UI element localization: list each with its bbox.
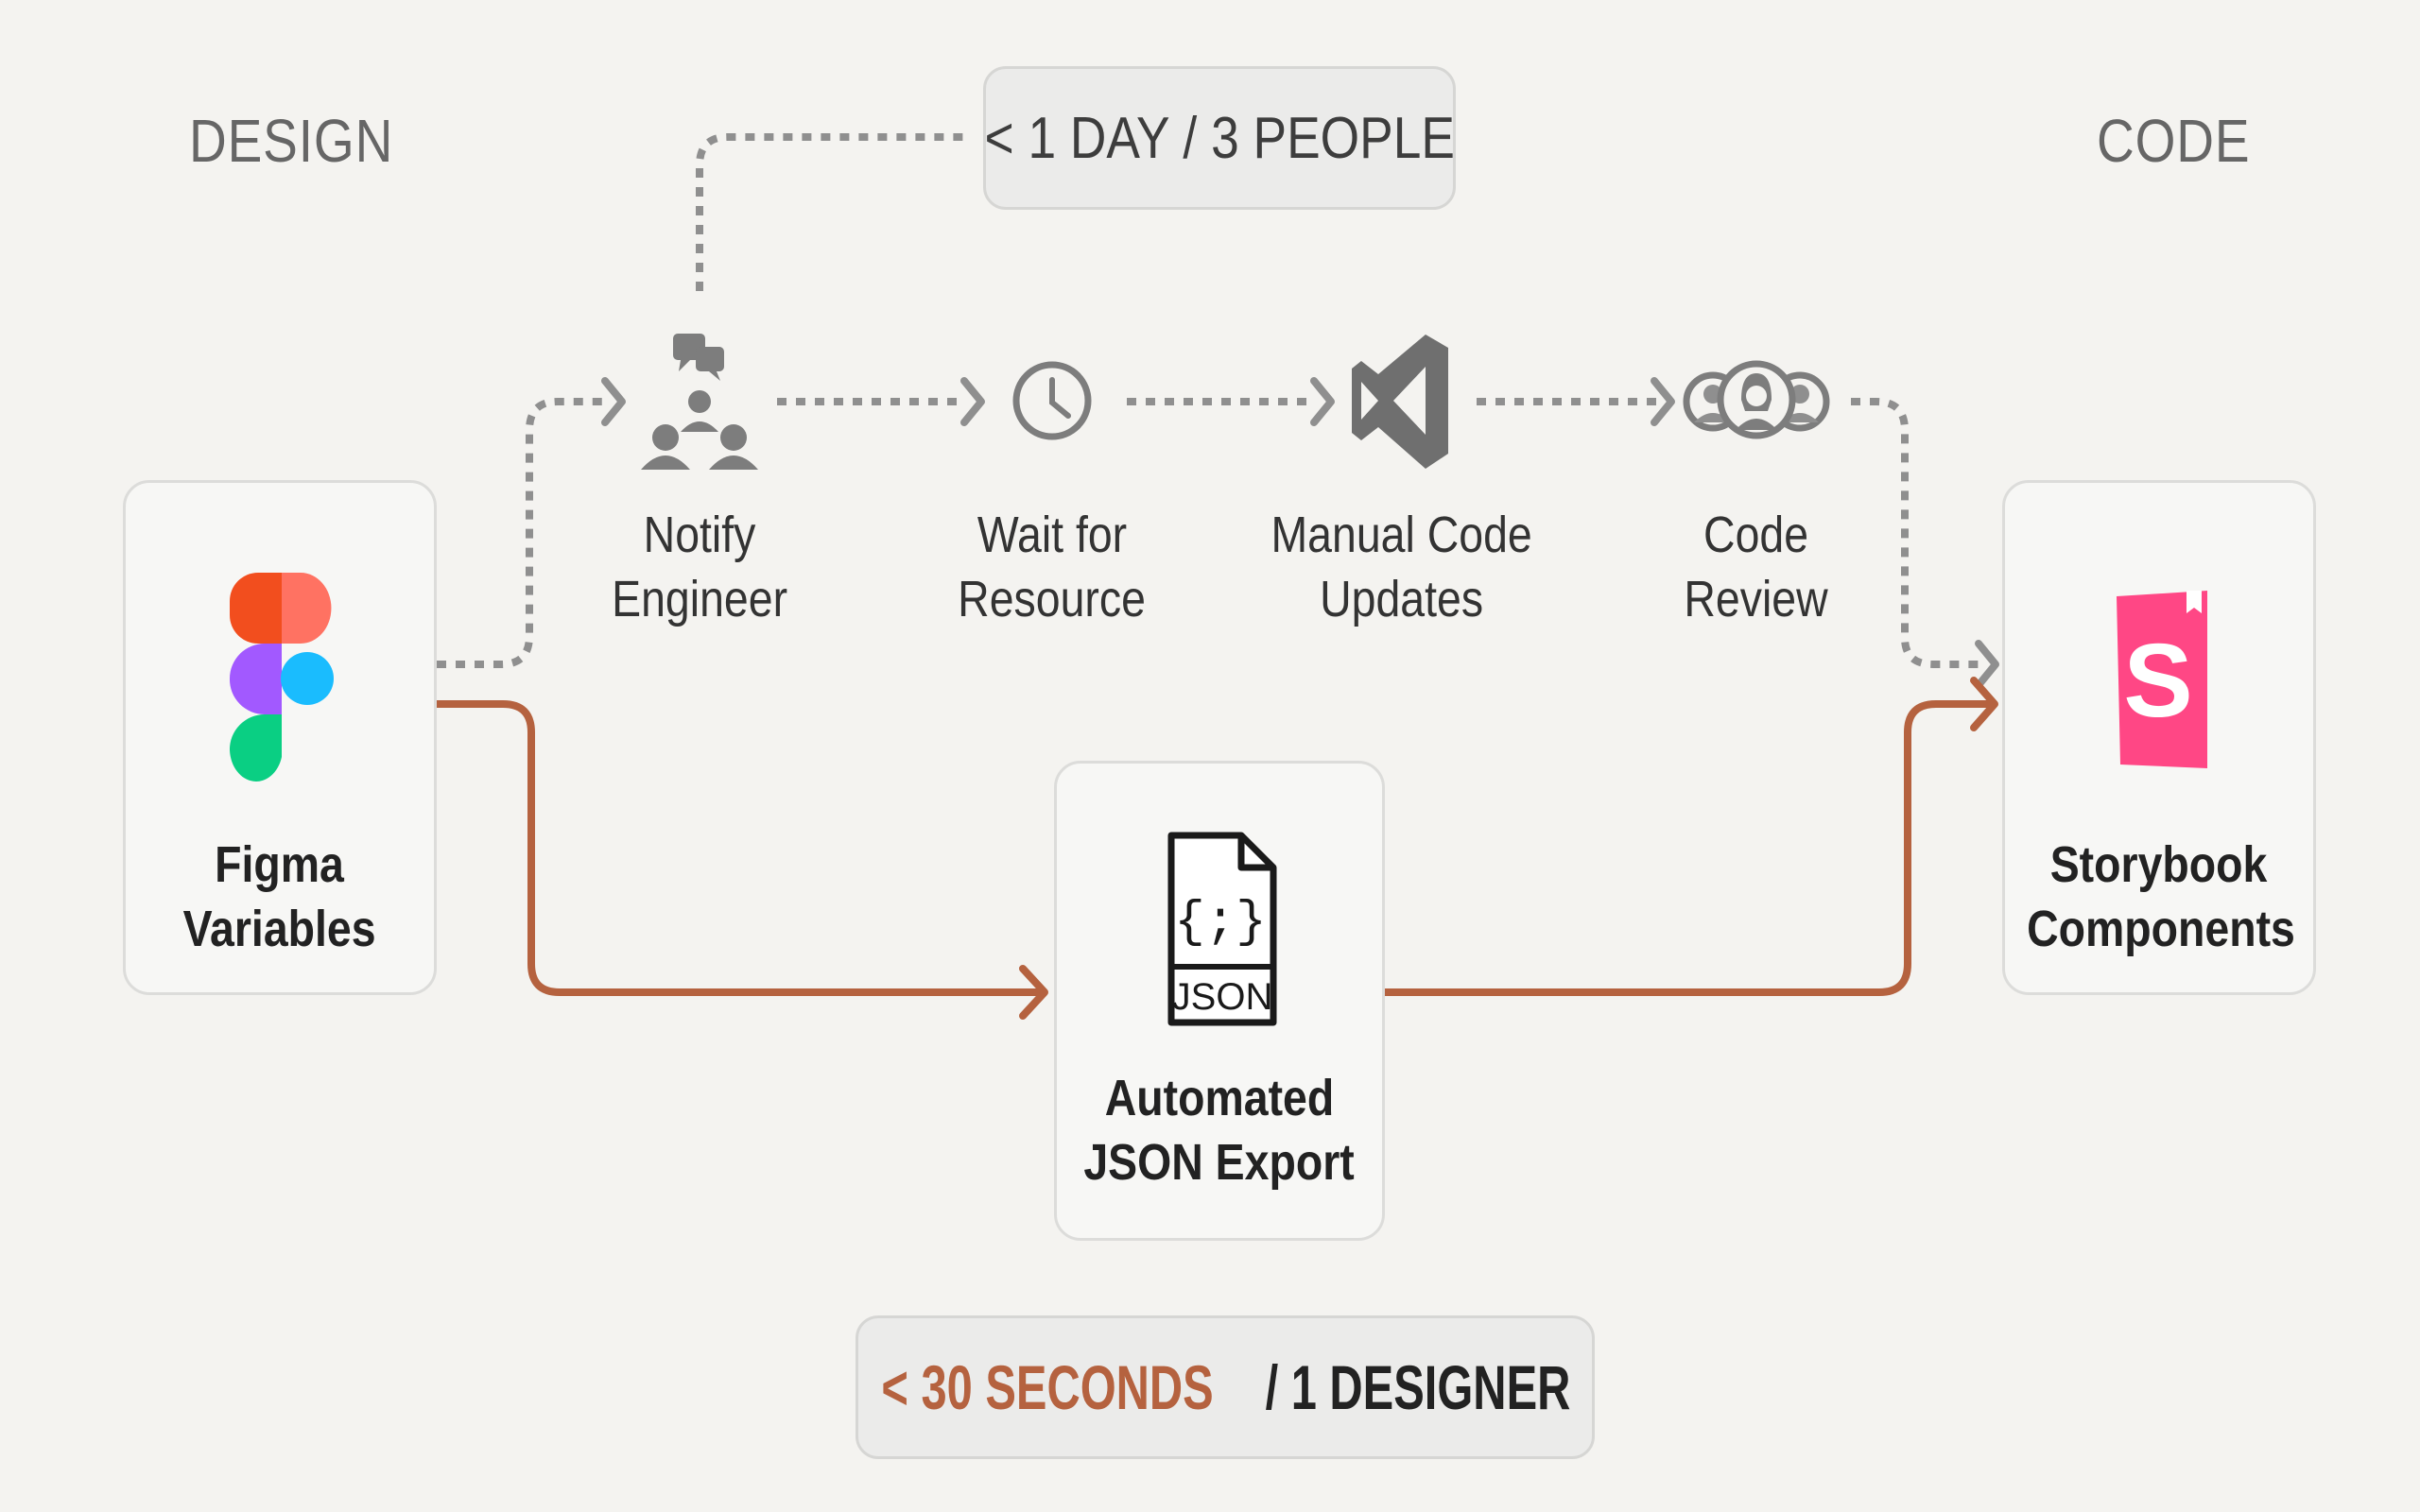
- step-wait-for-resource-label: Wait for Resource: [882, 503, 1222, 631]
- figma-variables-card: Figma Variables: [123, 480, 437, 995]
- review-line2: Review: [1684, 571, 1829, 627]
- automated-time-rest: / 1 DESIGNER: [1265, 1352, 1571, 1422]
- arrowhead-wait: [960, 377, 985, 426]
- code-heading: CODE: [2097, 107, 2251, 175]
- notify-line1: Notify: [643, 507, 756, 563]
- storybook-components-card: S Storybook Components: [2002, 480, 2316, 995]
- step-manual-code-updates-label: Manual Code Updates: [1232, 503, 1572, 631]
- step-code-review-label: Code Review: [1586, 503, 1927, 631]
- automated-export-card: {;} JSON Automated JSON Export: [1054, 761, 1385, 1241]
- figma-logo-icon: [230, 573, 334, 782]
- arrowhead-storybook-dotted: [1975, 640, 1999, 689]
- automated-label-line2: JSON Export: [1083, 1134, 1356, 1191]
- manual-line1: Manual Code: [1270, 507, 1533, 563]
- figma-label-line1: Figma: [215, 836, 345, 893]
- arrowhead-storybook-solid: [1970, 677, 1998, 731]
- clock-icon: [1012, 361, 1092, 440]
- manual-connector-badge: [696, 133, 969, 291]
- auto-connector-target: [1381, 700, 1994, 996]
- automated-export-label: Automated JSON Export: [1057, 1066, 1382, 1194]
- arrowhead-manual: [1310, 377, 1335, 426]
- people-chat-icon: [641, 334, 758, 470]
- manual-connector-target: [1851, 398, 1980, 668]
- automated-time-badge: < 30 SECONDS / 1 DESIGNER: [856, 1315, 1595, 1459]
- figma-label-line2: Variables: [183, 901, 376, 957]
- manual-time-text: < 1 DAY / 3 PEOPLE: [984, 105, 1455, 171]
- auto-connector-source: [433, 700, 1044, 996]
- wait-line2: Resource: [958, 571, 1147, 627]
- automated-time-accent: < 30 SECONDS: [881, 1352, 1214, 1422]
- review-line1: Code: [1703, 507, 1809, 563]
- json-glyph: {;}: [1174, 894, 1266, 952]
- json-file-icon: {;} JSON: [1167, 832, 1277, 1026]
- arrowhead-review: [1651, 377, 1675, 426]
- json-file-text: JSON: [1172, 976, 1273, 1018]
- svg-text:S: S: [2123, 623, 2192, 739]
- manual-time-badge: < 1 DAY / 3 PEOPLE: [983, 66, 1456, 210]
- vscode-icon: [1352, 335, 1448, 469]
- arrowhead-automated: [1019, 965, 1048, 1020]
- step-notify-engineer-label: Notify Engineer: [529, 503, 870, 631]
- storybook-logo-icon: S: [2117, 591, 2207, 768]
- reviewers-icon: [1683, 360, 1830, 439]
- automated-label-line1: Automated: [1104, 1070, 1335, 1126]
- manual-connector-source: [437, 398, 605, 668]
- notify-line2: Engineer: [612, 571, 787, 627]
- design-heading: DESIGN: [189, 107, 394, 175]
- figma-variables-label: Figma Variables: [126, 833, 434, 961]
- storybook-label-line2: Components: [2027, 901, 2295, 957]
- storybook-label-line1: Storybook: [2050, 836, 2268, 893]
- manual-line2: Updates: [1320, 571, 1484, 627]
- arrowhead-notify: [601, 377, 626, 426]
- storybook-label: Storybook Components: [2005, 833, 2313, 961]
- wait-line1: Wait for: [977, 507, 1128, 563]
